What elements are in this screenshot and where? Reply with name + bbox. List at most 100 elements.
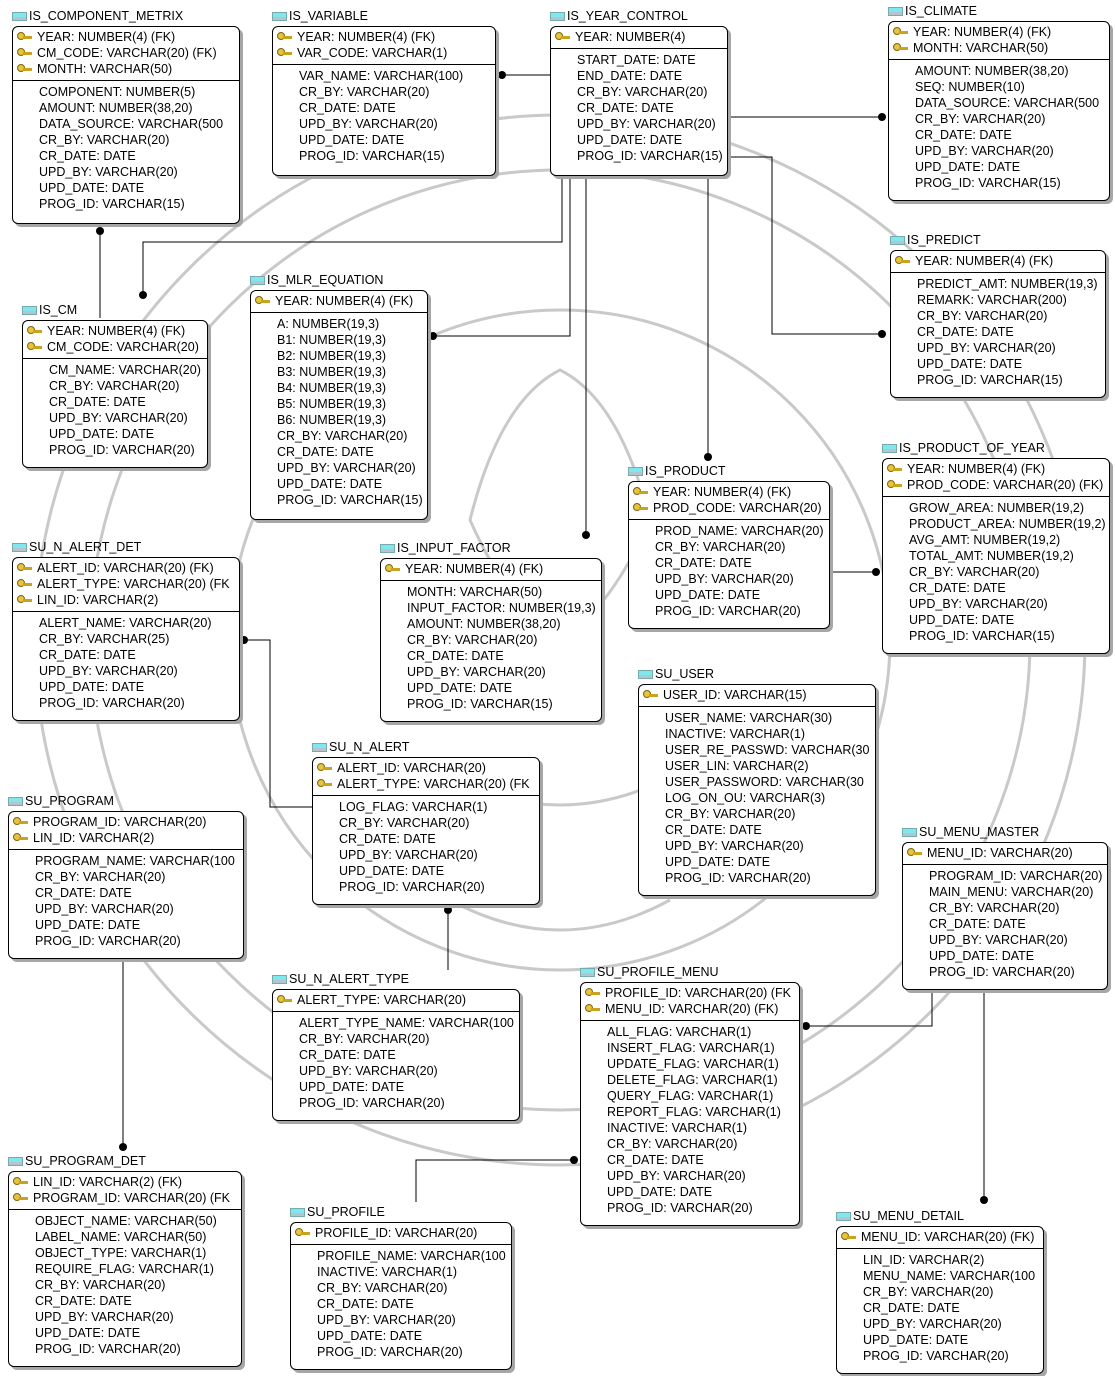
attribute-field: MONTH: VARCHAR(50) [407, 585, 543, 599]
attribute-section: PROGRAM_ID: VARCHAR(20)MAIN_MENU: VARCHA… [903, 865, 1107, 980]
entity-title: IS_VARIABLE [272, 8, 368, 24]
attribute-field: PROG_ID: VARCHAR(20) [49, 443, 195, 457]
key-field-label: VAR_CODE: VARCHAR(1) [297, 46, 448, 60]
attribute-field: PROG_ID: VARCHAR(15) [577, 149, 723, 163]
rel-end-dot [96, 227, 104, 235]
attribute-field: UPD_BY: VARCHAR(20) [49, 411, 188, 425]
attribute-field: AMOUNT: NUMBER(38,20) [407, 617, 561, 631]
attribute-section: ALL_FLAG: VARCHAR(1)INSERT_FLAG: VARCHAR… [581, 1021, 799, 1216]
key-field-label: YEAR: NUMBER(4) (FK) [907, 462, 1046, 476]
entity-name: SU_PROGRAM [25, 794, 114, 808]
attribute-field: UPD_DATE: DATE [317, 1329, 423, 1343]
attribute-field: UPDATE_FLAG: VARCHAR(1) [607, 1057, 779, 1071]
attribute-field: MENU_NAME: VARCHAR(100 [863, 1269, 1036, 1283]
attribute-field: MAIN_MENU: VARCHAR(20) [929, 885, 1094, 899]
entity-is-variable[interactable]: IS_VARIABLE YEAR: NUMBER(4) (FK)VAR_CODE:… [272, 8, 496, 176]
key-icon [887, 463, 902, 474]
key-field: YEAR: NUMBER(4) (FK) [17, 29, 235, 45]
attribute-field: UPD_DATE: DATE [39, 680, 145, 694]
key-field-label: MENU_ID: VARCHAR(20) (FK) [861, 1230, 1035, 1244]
table-icon [12, 543, 27, 552]
attribute-field: UPD_BY: VARCHAR(20) [299, 117, 438, 131]
attribute-field: UPD_BY: VARCHAR(20) [577, 117, 716, 131]
attribute-field: CR_DATE: DATE [35, 1294, 132, 1308]
entity-name: SU_PROFILE_MENU [597, 965, 719, 979]
entity-title: IS_CLIMATE [888, 3, 977, 19]
key-icon [907, 847, 922, 858]
entity-su-profile-menu[interactable]: SU_PROFILE_MENU PROFILE_ID: VARCHAR(20) (… [580, 964, 800, 1226]
attribute-field: CR_DATE: DATE [577, 101, 674, 115]
key-field-label: YEAR: NUMBER(4) (FK) [915, 254, 1054, 268]
entity-title: IS_MLR_EQUATION [250, 272, 383, 288]
entity-box: YEAR: NUMBER(4) (FK)VAR_CODE: VARCHAR(1)… [272, 26, 496, 176]
key-field-label: PROFILE_ID: VARCHAR(20) (FK [605, 986, 791, 1000]
attribute-field: CR_BY: VARCHAR(20) [917, 309, 1048, 323]
attribute-field: GROW_AREA: NUMBER(19,2) [909, 501, 1085, 515]
rel-end-dot [429, 332, 437, 340]
attribute-field: PREDICT_AMT: NUMBER(19,3) [917, 277, 1098, 291]
attribute-field: VAR_NAME: VARCHAR(100) [299, 69, 464, 83]
attribute-field: PROG_ID: VARCHAR(20) [607, 1201, 753, 1215]
attribute-section: LIN_ID: VARCHAR(2)MENU_NAME: VARCHAR(100… [837, 1249, 1043, 1364]
attribute-field: CR_BY: VARCHAR(25) [39, 632, 170, 646]
attribute-field: END_DATE: DATE [577, 69, 683, 83]
key-field: YEAR: NUMBER(4) (FK) [277, 29, 491, 45]
entity-box: PROFILE_ID: VARCHAR(20)PROFILE_NAME: VAR… [290, 1222, 512, 1370]
attribute-field: UPD_DATE: DATE [655, 588, 761, 602]
key-icon [555, 31, 570, 42]
attribute-field: START_DATE: DATE [577, 53, 696, 67]
key-icon [643, 689, 658, 700]
key-field-label: PROGRAM_ID: VARCHAR(20) (FK [33, 1191, 231, 1205]
primary-key-section: MENU_ID: VARCHAR(20) [903, 843, 1107, 865]
entity-name: SU_USER [655, 667, 715, 681]
key-icon [841, 1231, 856, 1242]
entity-title: SU_PROGRAM_DET [8, 1153, 146, 1169]
key-field-label: ALERT_TYPE: VARCHAR(20) [297, 993, 467, 1007]
primary-key-section: YEAR: NUMBER(4) (FK) [381, 559, 601, 581]
key-field: VAR_CODE: VARCHAR(1) [277, 45, 491, 61]
attribute-field: PROGRAM_NAME: VARCHAR(100 [35, 854, 235, 868]
attribute-field: DATA_SOURCE: VARCHAR(500 [39, 117, 224, 131]
attribute-field: UPD_BY: VARCHAR(20) [665, 839, 804, 853]
attribute-field: PROD_NAME: VARCHAR(20) [655, 524, 824, 538]
attribute-field: UPD_BY: VARCHAR(20) [277, 461, 416, 475]
primary-key-section: ALERT_ID: VARCHAR(20) (FK)ALERT_TYPE: VA… [13, 558, 239, 612]
attribute-field: PROG_ID: VARCHAR(15) [915, 176, 1061, 190]
table-icon [290, 1208, 305, 1217]
attribute-field: USER_PASSWORD: VARCHAR(30 [665, 775, 864, 789]
attribute-field: ALERT_TYPE_NAME: VARCHAR(100 [299, 1016, 514, 1030]
key-icon [585, 1003, 600, 1014]
key-field: LIN_ID: VARCHAR(2) [17, 592, 235, 608]
attribute-field: UPD_DATE: DATE [299, 133, 405, 147]
table-icon [888, 7, 903, 16]
attribute-field: B5: NUMBER(19,3) [277, 397, 387, 411]
key-field: CM_CODE: VARCHAR(20) [27, 339, 203, 355]
rel-end-dot [240, 636, 248, 644]
key-field: PROFILE_ID: VARCHAR(20) (FK [585, 985, 795, 1001]
key-icon [13, 816, 28, 827]
key-field: MENU_ID: VARCHAR(20) (FK) [841, 1229, 1039, 1245]
attribute-field: UPD_BY: VARCHAR(20) [915, 144, 1054, 158]
